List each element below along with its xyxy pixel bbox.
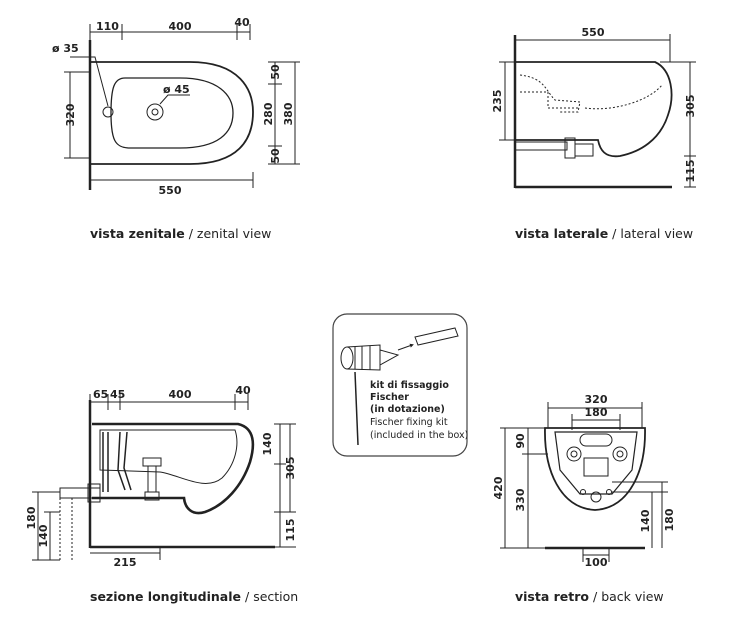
section-dim-top-3: 400 bbox=[169, 388, 192, 401]
section-dim-top-1: 65 bbox=[93, 388, 108, 401]
zenital-caption-it: vista zenitale bbox=[90, 226, 185, 241]
back-caption: vista retro / back view bbox=[515, 589, 664, 604]
back-view bbox=[500, 402, 668, 562]
zenital-dim-top-2: 400 bbox=[169, 20, 192, 33]
kit-line-4: Fischer fixing kit bbox=[370, 417, 448, 428]
zenital-dim-right-total: 380 bbox=[282, 102, 295, 125]
section-dim-left-2: 140 bbox=[37, 524, 50, 547]
section-dimensions: 65 45 400 40 140 305 115 180 140 215 bbox=[25, 384, 297, 569]
lateral-caption-en: lateral view bbox=[620, 226, 694, 241]
kit-line-1: kit di fissaggio bbox=[370, 380, 449, 391]
section-dim-top-4: 40 bbox=[235, 384, 251, 397]
zenital-dim-dia-center: ø 45 bbox=[163, 83, 190, 96]
lateral-dim-top: 550 bbox=[582, 26, 605, 39]
fixing-kit-box: kit di fissaggio Fischer (in dotazione) … bbox=[332, 313, 468, 457]
back-dim-left-3: 330 bbox=[514, 488, 527, 511]
section-dim-right-3: 115 bbox=[284, 519, 297, 542]
lateral-dim-left: 235 bbox=[491, 90, 504, 113]
zenital-caption: vista zenitale / zenital view bbox=[90, 226, 271, 241]
lateral-dim-right-lower: 115 bbox=[684, 160, 697, 183]
zenital-view bbox=[64, 24, 300, 190]
back-dim-right-2: 180 bbox=[663, 508, 676, 531]
lateral-dimensions: 550 235 305 115 bbox=[491, 26, 697, 182]
back-dim-top-inner: 180 bbox=[585, 406, 608, 419]
zenital-dimensions: 110 400 40 ø 35 ø 45 320 50 280 50 380 5… bbox=[52, 16, 295, 197]
zenital-dim-right-3: 50 bbox=[269, 148, 282, 164]
back-dimensions: 320 180 90 420 330 140 180 100 bbox=[492, 393, 676, 569]
zenital-caption-sep: / bbox=[184, 226, 197, 241]
section-caption-en: section bbox=[253, 589, 299, 604]
back-dim-left-2: 420 bbox=[492, 476, 505, 499]
section-caption-sep: / bbox=[241, 589, 254, 604]
section-dim-top-2: 45 bbox=[110, 388, 125, 401]
lateral-caption-it: vista laterale bbox=[515, 226, 609, 241]
zenital-dim-right-1: 50 bbox=[269, 64, 282, 80]
zenital-caption-en: zenital view bbox=[196, 226, 272, 241]
back-dim-left-1: 90 bbox=[514, 433, 527, 449]
section-dim-left-1: 180 bbox=[25, 506, 38, 529]
zenital-dim-left: 320 bbox=[64, 103, 77, 126]
back-caption-it: vista retro bbox=[515, 589, 590, 604]
back-caption-sep: / bbox=[589, 589, 602, 604]
lateral-caption: vista laterale / lateral view bbox=[515, 226, 693, 241]
back-dim-top-outer: 320 bbox=[585, 393, 608, 406]
kit-line-5: (included in the box) bbox=[370, 430, 468, 441]
kit-line-3: (in dotazione) bbox=[370, 404, 445, 415]
back-caption-en: back view bbox=[601, 589, 664, 604]
zenital-dim-top-3: 40 bbox=[234, 16, 250, 29]
back-dim-right-1: 140 bbox=[639, 509, 652, 532]
section-dim-right-1: 140 bbox=[261, 432, 274, 455]
section-view bbox=[32, 394, 296, 561]
kit-line-2: Fischer bbox=[370, 392, 409, 403]
section-dim-right-2: 305 bbox=[284, 457, 297, 480]
back-dim-bottom: 100 bbox=[585, 556, 608, 569]
lateral-dim-right-upper: 305 bbox=[684, 95, 697, 118]
section-caption: sezione longitudinale / section bbox=[90, 589, 298, 604]
zenital-dim-bottom: 550 bbox=[159, 184, 182, 197]
section-caption-it: sezione longitudinale bbox=[90, 589, 242, 604]
lateral-view bbox=[499, 34, 696, 189]
zenital-dim-dia-hole: ø 35 bbox=[52, 42, 79, 55]
zenital-dim-top-1: 110 bbox=[96, 20, 119, 33]
lateral-caption-sep: / bbox=[608, 226, 621, 241]
zenital-dim-right-2: 280 bbox=[262, 102, 275, 125]
section-dim-bottom: 215 bbox=[114, 556, 137, 569]
fixing-kit-illustration bbox=[340, 327, 459, 446]
